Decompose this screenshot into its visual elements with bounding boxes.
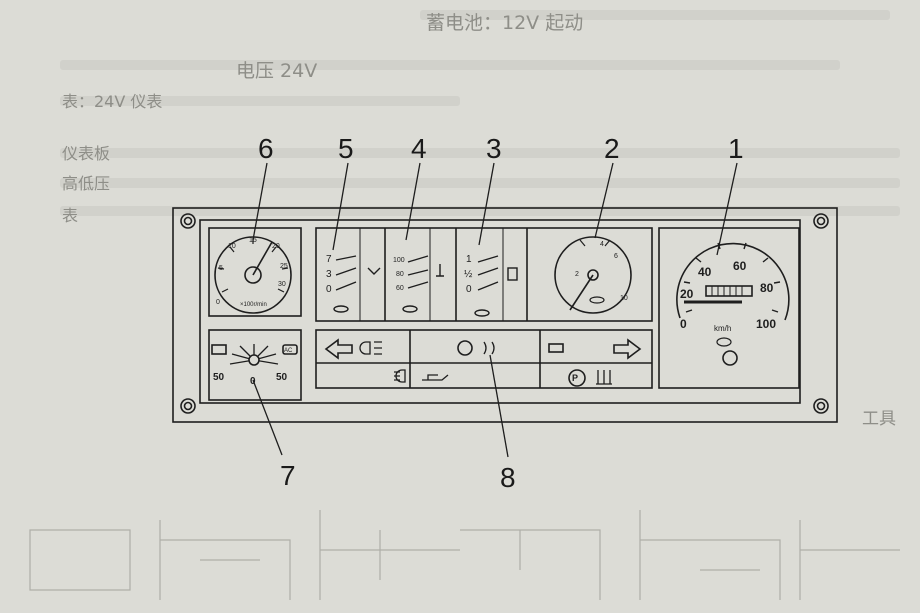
tacho-tick-label: 0 xyxy=(216,299,220,306)
tacho-tick-label: 5 xyxy=(219,265,223,272)
speed-unit: km/h xyxy=(714,324,731,333)
odometer-window xyxy=(705,285,753,297)
header-text: 蓄电池：12V 起动 xyxy=(426,12,584,34)
fog-light-icon xyxy=(394,369,406,383)
tacho-tick-label: 20 xyxy=(272,243,280,250)
pressure-tick-label: 7 xyxy=(326,254,332,265)
headlight-icon xyxy=(359,341,382,355)
ammeter-tick-label: 50 xyxy=(276,372,288,383)
callout-number: 8 xyxy=(500,462,516,493)
speed-tick-label: 100 xyxy=(756,317,776,331)
temperature-tick-label: 100 xyxy=(393,257,405,264)
charge-indicator-icon xyxy=(282,344,298,355)
spec-text-5: 表 xyxy=(62,206,79,225)
left-turn-arrow-icon xyxy=(324,338,353,360)
tachometer-ticks xyxy=(217,238,289,293)
temperature-tick-label: 60 xyxy=(396,285,404,292)
brake-warning-icon xyxy=(457,340,473,356)
speed-tick-label: 20 xyxy=(680,287,694,301)
ammeter-tick-label: 0 xyxy=(250,376,256,387)
pressure-gauge-5 xyxy=(333,255,381,313)
spec-text-4: 高低压 xyxy=(62,174,111,193)
bleed-through-circuit xyxy=(29,510,900,600)
thermometer-icon xyxy=(436,264,444,277)
spec-text-1: 电压 24V xyxy=(236,60,318,82)
callout-number: 7 xyxy=(280,460,296,491)
pressure-tick-label: 0 xyxy=(326,284,332,295)
parking-brake-icon xyxy=(568,369,586,387)
spec-text-2: 表：24V 仪表 xyxy=(62,92,163,111)
tacho-tick-label: 10 xyxy=(228,243,236,250)
tachometer-needle xyxy=(252,241,273,276)
panel-inner-frame xyxy=(199,219,801,404)
callout-number: 4 xyxy=(411,133,427,164)
speed-tick-label: 60 xyxy=(733,259,747,273)
panel-outer-frame xyxy=(172,207,838,423)
temperature-gauge-4 xyxy=(402,255,444,313)
rear-heater-icon xyxy=(596,370,612,385)
callout-number: 3 xyxy=(486,133,502,164)
tacho-tick-label: 25 xyxy=(280,263,288,270)
speed-tick-label: 40 xyxy=(698,265,712,279)
callout-number: 2 xyxy=(604,133,620,164)
glow-plug-icon xyxy=(483,341,495,355)
tacho-tick-label: 15 xyxy=(249,237,257,244)
pressure-tick-label: 3 xyxy=(326,269,332,280)
fuel-tick-label: ½ xyxy=(464,269,473,280)
volt-tick-label: 2 xyxy=(575,271,579,278)
right-turn-arrow-icon xyxy=(613,338,642,360)
warning-lamp-strip xyxy=(315,329,653,389)
temperature-tick-label: 80 xyxy=(396,271,404,278)
mounting-screw-icon xyxy=(180,213,829,414)
tacho-tick-label: 30 xyxy=(278,281,286,288)
margin-text-4: 工具 xyxy=(862,409,896,429)
spec-text-3: 仪表板 xyxy=(62,144,111,163)
tacho-unit: ×100r/min xyxy=(240,302,267,308)
gauge-strip xyxy=(315,227,653,322)
callout-leaders xyxy=(252,162,738,458)
callout-number: 6 xyxy=(258,133,274,164)
trip-reset-icon xyxy=(722,350,738,366)
battery-icon xyxy=(211,344,227,355)
speed-tick-label: 0 xyxy=(680,317,687,331)
ammeter-box xyxy=(208,329,302,401)
callout-number: 1 xyxy=(728,133,744,164)
ammeter-badge-label: AC xyxy=(284,348,293,354)
fuel-gauge-3 xyxy=(474,255,518,317)
speedometer-ticks xyxy=(683,242,781,313)
oil-pressure-icon xyxy=(422,374,449,381)
speedometer-box xyxy=(658,227,800,389)
fuel-pump-icon xyxy=(507,267,518,281)
volt-tick-label: 4 xyxy=(600,241,604,248)
volt-tick-label: 6 xyxy=(614,253,618,260)
fuel-tick-label: 0 xyxy=(466,284,472,295)
callout-number: 5 xyxy=(338,133,354,164)
speedometer-arc xyxy=(676,242,790,321)
ammeter-tick-label: 50 xyxy=(213,372,225,383)
parking-brake-label: P xyxy=(572,373,578,383)
fuel-tick-label: 1 xyxy=(466,254,472,265)
volt-tick-label: 10 xyxy=(620,295,628,302)
battery-warning-icon xyxy=(548,343,564,353)
speed-tick-label: 80 xyxy=(760,281,774,295)
voltmeter-gauge-2 xyxy=(554,236,632,314)
